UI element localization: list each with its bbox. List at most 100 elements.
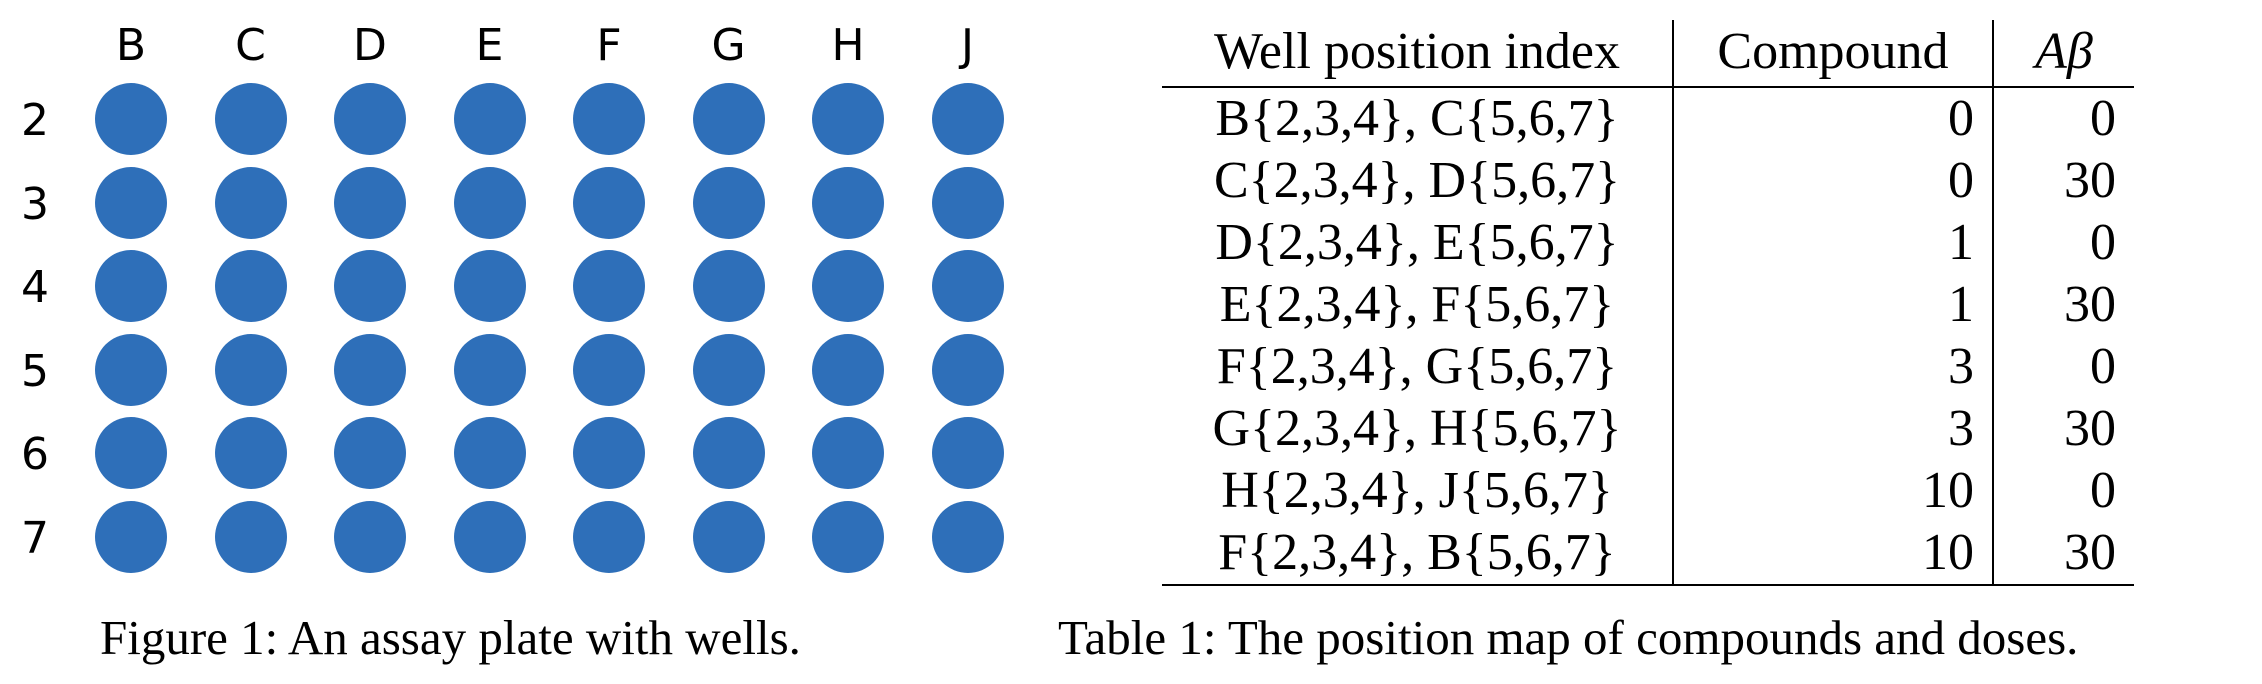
- cell-compound: 0: [1673, 87, 1994, 150]
- row-label-6: 6: [21, 429, 49, 481]
- well-b5: [95, 333, 167, 406]
- cell-abeta: 0: [2090, 462, 2116, 519]
- well-c3: [214, 166, 287, 239]
- well-d7: [334, 501, 406, 573]
- table-row: H{2,3,4}, J{5,6,7}10 0: [1162, 460, 2134, 522]
- well-e6: [453, 417, 526, 490]
- well-g4: [692, 250, 765, 323]
- well-h3: [812, 166, 884, 239]
- table-caption: Table 1: The position map of compounds a…: [1058, 610, 2079, 665]
- cell-well-position: B{2,3,4}, C{5,6,7}: [1162, 87, 1674, 150]
- cell-well-position: H{2,3,4}, J{5,6,7}: [1162, 460, 1674, 522]
- well-j5: [931, 333, 1004, 406]
- column-label-j: J: [961, 20, 974, 71]
- column-label-g: G: [711, 20, 746, 71]
- cell-compound: 10: [1673, 460, 1994, 522]
- well-b6: [95, 417, 167, 490]
- row-label-5: 5: [21, 345, 49, 397]
- row-label-4: 4: [21, 262, 49, 314]
- well-e3: [453, 166, 526, 239]
- well-d6: [334, 417, 406, 490]
- position-map-table: Well position index Compound Aβ B{2,3,4}…: [1162, 20, 2134, 586]
- position-map-table-container: Well position index Compound Aβ B{2,3,4}…: [1162, 20, 2134, 586]
- assay-plate-figure: B C D E F G H J 2 3 4 5 6 7: [0, 0, 1040, 684]
- cell-abeta: 0: [2090, 338, 2116, 395]
- cell-compound: 10: [1673, 522, 1994, 586]
- well-e5: [453, 333, 526, 406]
- cell-abeta: 0: [2090, 90, 2116, 147]
- well-h7: [812, 501, 884, 573]
- well-f6: [573, 417, 645, 490]
- well-e7: [453, 501, 526, 573]
- well-b4: [95, 250, 167, 323]
- well-f4: [573, 250, 645, 323]
- well-b7: [95, 501, 167, 573]
- well-d4: [334, 250, 406, 323]
- cell-compound: 1: [1673, 212, 1994, 274]
- well-j4: [931, 250, 1004, 323]
- column-label-h: H: [831, 20, 865, 71]
- header-well-position-index: Well position index: [1162, 20, 1674, 88]
- well-c7: [214, 501, 287, 573]
- cell-abeta: 30: [2064, 400, 2116, 457]
- well-f5: [573, 333, 645, 406]
- cell-well-position: F{2,3,4}, G{5,6,7}: [1162, 336, 1674, 398]
- column-label-f: F: [596, 20, 622, 71]
- column-label-b: B: [115, 20, 147, 71]
- well-j7: [931, 501, 1004, 573]
- cell-well-position: D{2,3,4}, E{5,6,7}: [1162, 212, 1674, 274]
- cell-compound: 0: [1673, 150, 1994, 212]
- table-header-row: Well position index Compound Aβ: [1162, 20, 2134, 88]
- well-c2: [214, 83, 287, 155]
- well-c4: [214, 250, 287, 323]
- well-e2: [453, 83, 526, 155]
- well-g2: [692, 83, 765, 155]
- well-h2: [812, 83, 884, 155]
- well-g5: [692, 333, 765, 406]
- well-d2: [334, 83, 406, 155]
- cell-compound: 3: [1673, 336, 1994, 398]
- cell-abeta: 30: [2064, 152, 2116, 209]
- cell-abeta: 0: [2090, 214, 2116, 271]
- table-row: G{2,3,4}, H{5,6,7}3 30: [1162, 398, 2134, 460]
- table-row: F{2,3,4}, G{5,6,7}3 0: [1162, 336, 2134, 398]
- well-g3: [692, 166, 765, 239]
- column-label-e: E: [475, 20, 504, 71]
- header-abeta: Aβ: [1993, 20, 2134, 88]
- cell-well-position: G{2,3,4}, H{5,6,7}: [1162, 398, 1674, 460]
- well-g6: [692, 417, 765, 490]
- figure-caption: Figure 1: An assay plate with wells.: [100, 610, 801, 665]
- header-compound: Compound: [1673, 20, 1994, 88]
- well-d5: [334, 333, 406, 406]
- well-h5: [812, 333, 884, 406]
- well-h4: [812, 250, 884, 323]
- row-label-3: 3: [21, 178, 49, 230]
- well-g7: [692, 501, 765, 573]
- well-h6: [812, 417, 884, 490]
- well-b2: [95, 83, 167, 155]
- table-row: D{2,3,4}, E{5,6,7}1 0: [1162, 212, 2134, 274]
- table-row: E{2,3,4}, F{5,6,7}1 30: [1162, 274, 2134, 336]
- well-f3: [573, 166, 645, 239]
- cell-compound: 3: [1673, 398, 1994, 460]
- well-f2: [573, 83, 645, 155]
- column-label-c: C: [235, 20, 266, 71]
- cell-compound: 1: [1673, 274, 1994, 336]
- cell-well-position: F{2,3,4}, B{5,6,7}: [1162, 522, 1674, 586]
- well-e4: [453, 250, 526, 323]
- well-c6: [214, 417, 287, 490]
- well-j3: [931, 166, 1004, 239]
- well-j2: [931, 83, 1004, 155]
- well-j6: [931, 417, 1004, 490]
- column-label-d: D: [353, 20, 387, 71]
- cell-well-position: E{2,3,4}, F{5,6,7}: [1162, 274, 1674, 336]
- row-label-2: 2: [21, 95, 49, 146]
- row-label-7: 7: [21, 513, 49, 564]
- well-b3: [95, 166, 167, 239]
- cell-abeta: 30: [2064, 276, 2116, 333]
- well-d3: [334, 166, 406, 239]
- well-c5: [214, 333, 287, 406]
